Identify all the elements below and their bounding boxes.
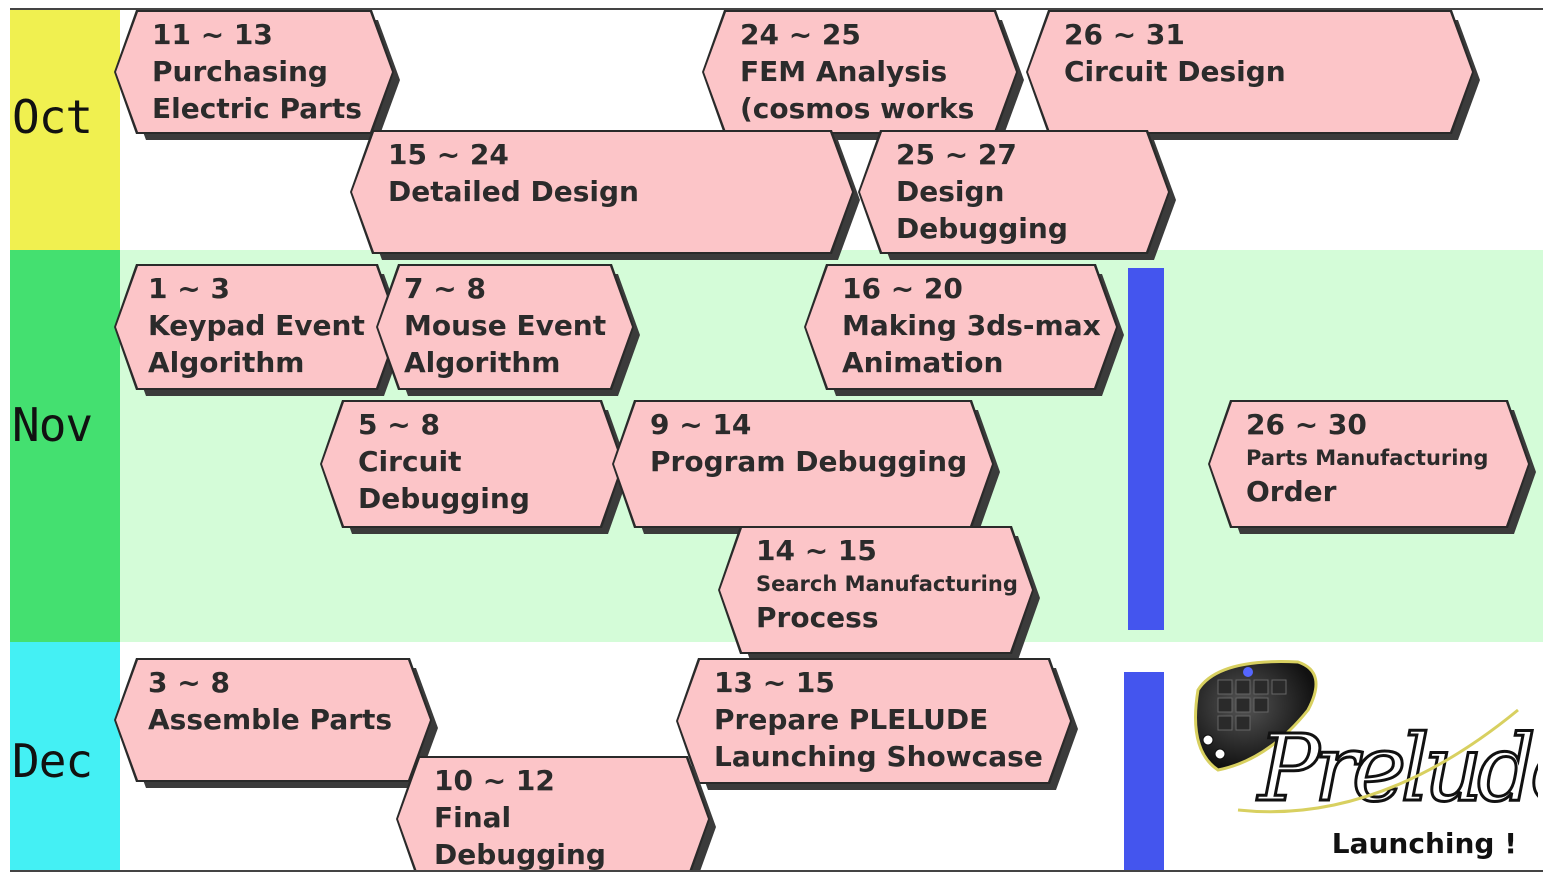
task-dates: 9 ~ 14 [650, 408, 752, 441]
task-label-line: Parts Manufacturing [1246, 446, 1489, 470]
task-label-line: Assemble Parts [148, 703, 393, 736]
task-label-line: Order [1246, 475, 1337, 508]
task-label-line: Program Debugging [650, 445, 968, 478]
task-label-line: Circuit [358, 445, 462, 478]
task-dates: 3 ~ 8 [148, 666, 230, 699]
task-label-line: Making 3ds-max [842, 309, 1101, 342]
task-label-line: Debugging [434, 838, 606, 871]
month-strip-nov: Nov [10, 250, 120, 642]
task-assemble: 3 ~ 8 Assemble Parts [116, 660, 430, 780]
task-dates: 10 ~ 12 [434, 764, 555, 797]
task-text: 15 ~ 24 Detailed Design [352, 132, 852, 252]
task-label-line: Electric Parts [152, 92, 362, 125]
task-label-line: Algorithm [148, 346, 305, 379]
task-dates: 11 ~ 13 [152, 18, 273, 51]
month-label-nov: Nov [12, 398, 93, 452]
task-dates: 26 ~ 30 [1246, 408, 1367, 441]
task-label-line: Design [896, 175, 1005, 208]
task-label-line: Circuit Design [1064, 55, 1286, 88]
logo-swoosh [1237, 708, 1519, 814]
task-label-line: Debugging [358, 482, 530, 515]
task-dates: 16 ~ 20 [842, 272, 963, 305]
task-label-line: Search Manufacturing [756, 572, 1018, 596]
launching-caption: Launching ! [1331, 827, 1517, 860]
task-label-line: FEM Analysis [740, 55, 948, 88]
task-text: 24 ~ 25 FEM Analysis (cosmos works [704, 12, 1016, 132]
task-label-line: (cosmos works [740, 92, 975, 125]
task-text: 9 ~ 14 Program Debugging [614, 402, 992, 526]
month-strip-oct: Oct [10, 10, 120, 250]
task-label-line: Launching Showcase [714, 740, 1043, 773]
task-dates: 7 ~ 8 [404, 272, 486, 305]
task-circuit-design: 26 ~ 31 Circuit Design [1028, 12, 1472, 132]
task-dates: 5 ~ 8 [358, 408, 440, 441]
task-dates: 14 ~ 15 [756, 534, 877, 567]
task-label-line: Final [434, 801, 512, 834]
milestone-bar-nov [1128, 268, 1164, 630]
task-label-line: Animation [842, 346, 1004, 379]
month-strip-dec: Dec [10, 642, 120, 870]
task-program-debugging: 9 ~ 14 Program Debugging [614, 402, 992, 526]
task-fem: 24 ~ 25 FEM Analysis (cosmos works [704, 12, 1016, 132]
task-detailed-design: 15 ~ 24 Detailed Design [352, 132, 852, 252]
month-label-dec: Dec [12, 734, 93, 788]
task-label-line: Debugging [896, 212, 1068, 245]
task-dates: 15 ~ 24 [388, 138, 509, 171]
milestone-bar-dec [1124, 672, 1164, 870]
task-text: 26 ~ 31 Circuit Design [1028, 12, 1472, 132]
task-dates: 13 ~ 15 [714, 666, 835, 699]
task-dates: 26 ~ 31 [1064, 18, 1185, 51]
task-dates: 24 ~ 25 [740, 18, 861, 51]
task-prepare: 13 ~ 15 Prepare PLELUDE Launching Showcase [678, 660, 1070, 782]
task-label-line: Mouse Event [404, 309, 607, 342]
month-label-oct: Oct [12, 90, 93, 144]
task-label-line: Detailed Design [388, 175, 639, 208]
prelude-logo: Prelude [1194, 660, 1538, 820]
task-label-line: Purchasing [152, 55, 328, 88]
task-dates: 1 ~ 3 [148, 272, 230, 305]
logo-wordmark: Prelude [1256, 715, 1538, 820]
task-label-line: Algorithm [404, 346, 561, 379]
task-text: 3 ~ 8 Assemble Parts [116, 660, 430, 780]
task-label-line: Process [756, 601, 879, 634]
task-label-line: Keypad Event [148, 309, 365, 342]
task-label-line: Prepare PLELUDE [714, 703, 989, 736]
task-dates: 25 ~ 27 [896, 138, 1017, 171]
task-text: 13 ~ 15 Prepare PLELUDE Launching Showcase [678, 660, 1070, 782]
